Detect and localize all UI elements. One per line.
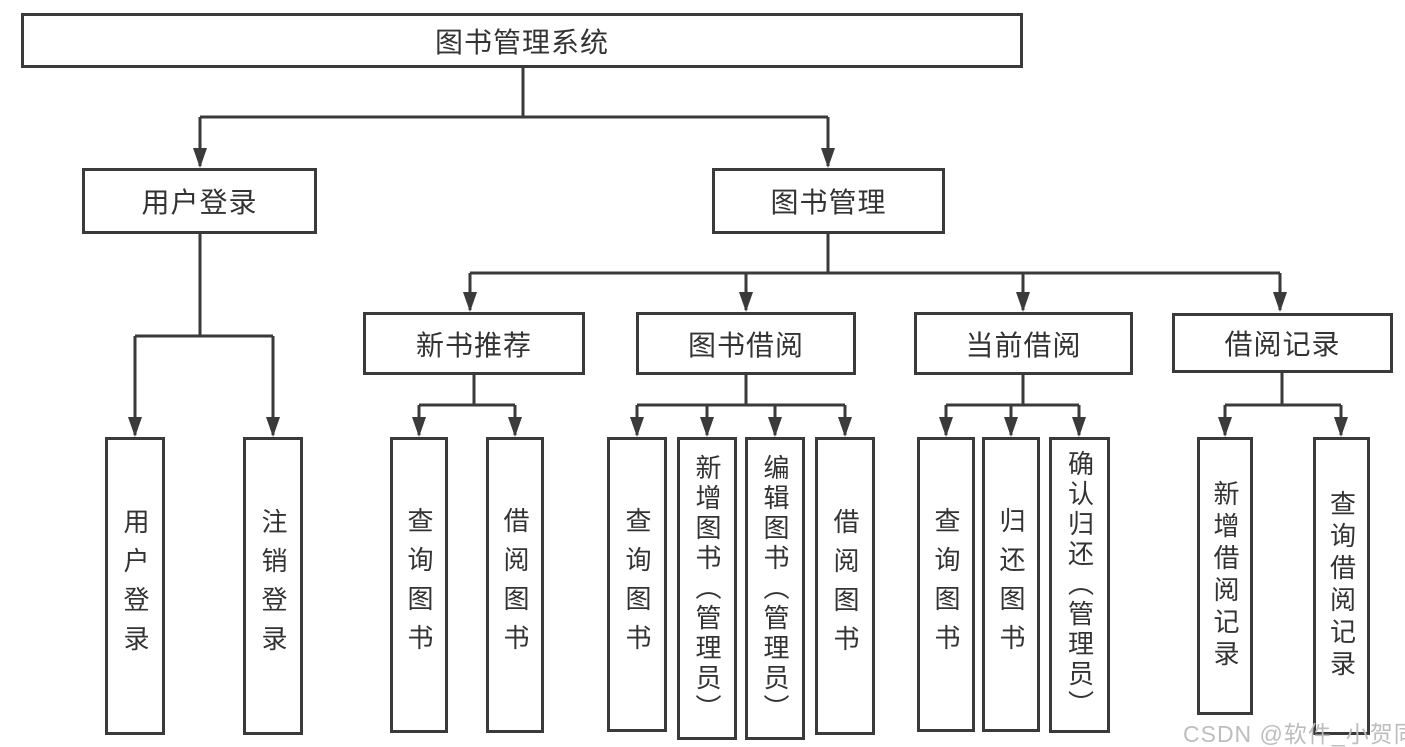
- leaf-query-borrow-record: 查询借阅记录: [1313, 437, 1370, 735]
- node-borrowing-records: 借阅记录: [1172, 313, 1393, 373]
- leaf-return-books: 归还图书: [982, 437, 1040, 732]
- leaf-query-books-borrowing: 查询图书: [607, 437, 667, 732]
- leaf-user-login: 用户登录: [105, 437, 165, 735]
- leaf-add-books-admin: 新增图书（管理员）: [677, 437, 737, 740]
- node-user-login: 用户登录: [82, 168, 317, 234]
- leaf-borrow-books: 借阅图书: [815, 437, 875, 735]
- leaf-logout: 注销登录: [243, 437, 303, 735]
- leaf-borrow-books-recommend: 借阅图书: [486, 437, 544, 733]
- node-new-book-recommend: 新书推荐: [363, 312, 585, 375]
- watermark: CSDN @软件_小贺同学: [1183, 721, 1405, 747]
- leaf-query-books-current: 查询图书: [917, 437, 975, 732]
- node-book-borrowing: 图书借阅: [636, 312, 856, 375]
- leaf-add-borrow-record: 新增借阅记录: [1197, 437, 1253, 715]
- leaf-edit-books-admin: 编辑图书（管理员）: [745, 437, 805, 740]
- leaf-query-books-recommend: 查询图书: [390, 437, 448, 733]
- node-book-management: 图书管理: [712, 168, 945, 234]
- node-library-management-system: 图书管理系统: [21, 13, 1023, 68]
- leaf-confirm-return-admin: 确认归还（管理员）: [1049, 437, 1110, 733]
- node-current-borrowing: 当前借阅: [914, 312, 1133, 375]
